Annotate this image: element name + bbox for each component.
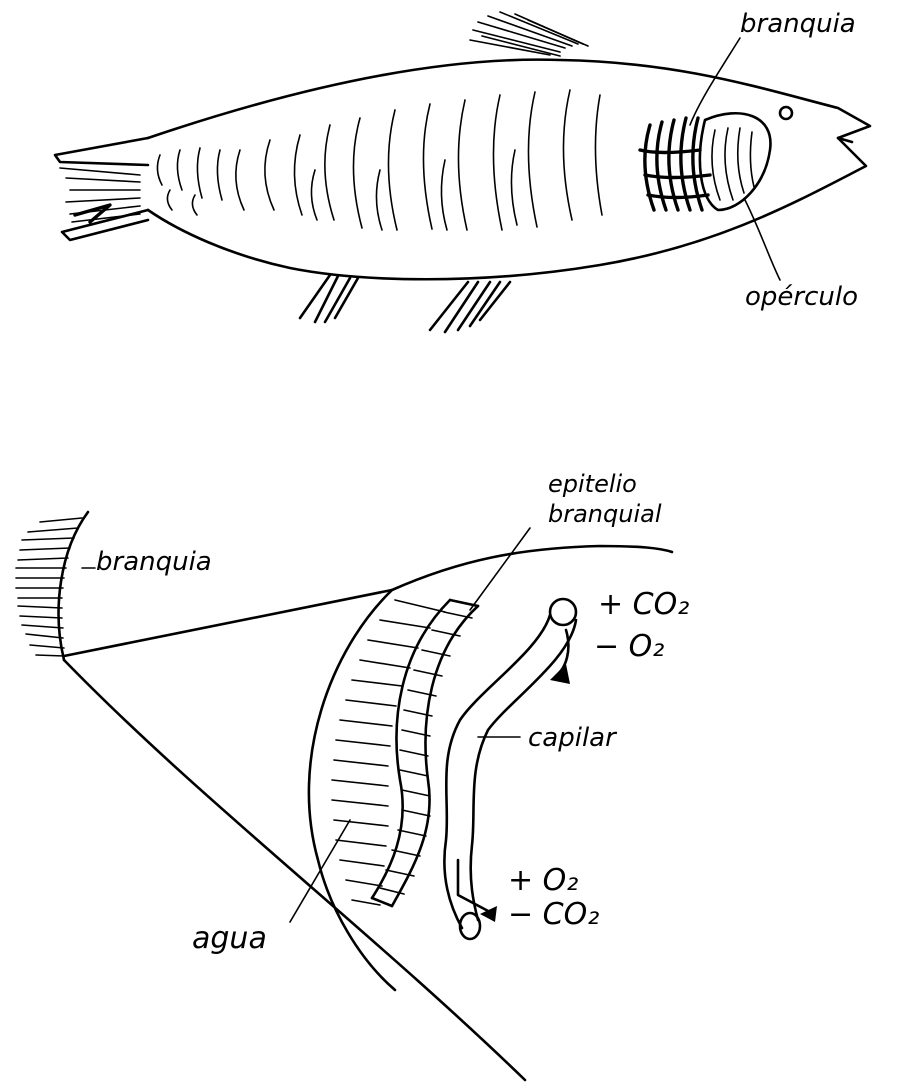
exchange-top-line2: − O₂ xyxy=(594,629,664,664)
water-region-outline xyxy=(309,590,395,990)
zoom-line-top xyxy=(64,590,392,656)
label-gill-top: branquia xyxy=(740,9,856,39)
zoom-line-bottom xyxy=(64,660,525,1080)
fish-eye xyxy=(780,107,792,119)
fish-scales xyxy=(157,90,602,230)
label-gill-bottom: branquia xyxy=(96,547,212,577)
tail-fin xyxy=(55,138,148,240)
exchange-top-line1: + CO₂ xyxy=(598,587,689,622)
label-capillary: capilar xyxy=(528,723,618,753)
gill-epithelium xyxy=(372,600,478,906)
operculum-outline xyxy=(700,113,771,210)
small-gill xyxy=(16,512,88,660)
leader-epithelium xyxy=(470,528,530,610)
lower-fins xyxy=(300,275,510,332)
label-epithelium-line1: epitelio xyxy=(548,470,637,498)
exchange-bottom-line2: − CO₂ xyxy=(508,897,599,932)
label-water: agua xyxy=(192,921,267,956)
flow-arrow-top xyxy=(550,630,570,684)
dorsal-fin xyxy=(470,12,588,56)
label-operculum: opérculo xyxy=(745,282,858,312)
label-epithelium-line2: branquial xyxy=(548,500,662,528)
leader-water xyxy=(290,820,350,922)
exchange-bottom-line1: + O₂ xyxy=(508,863,578,898)
magnified-outline xyxy=(392,546,672,590)
gill-detail-illustration xyxy=(16,512,672,1080)
fish-body-outline xyxy=(148,60,870,280)
